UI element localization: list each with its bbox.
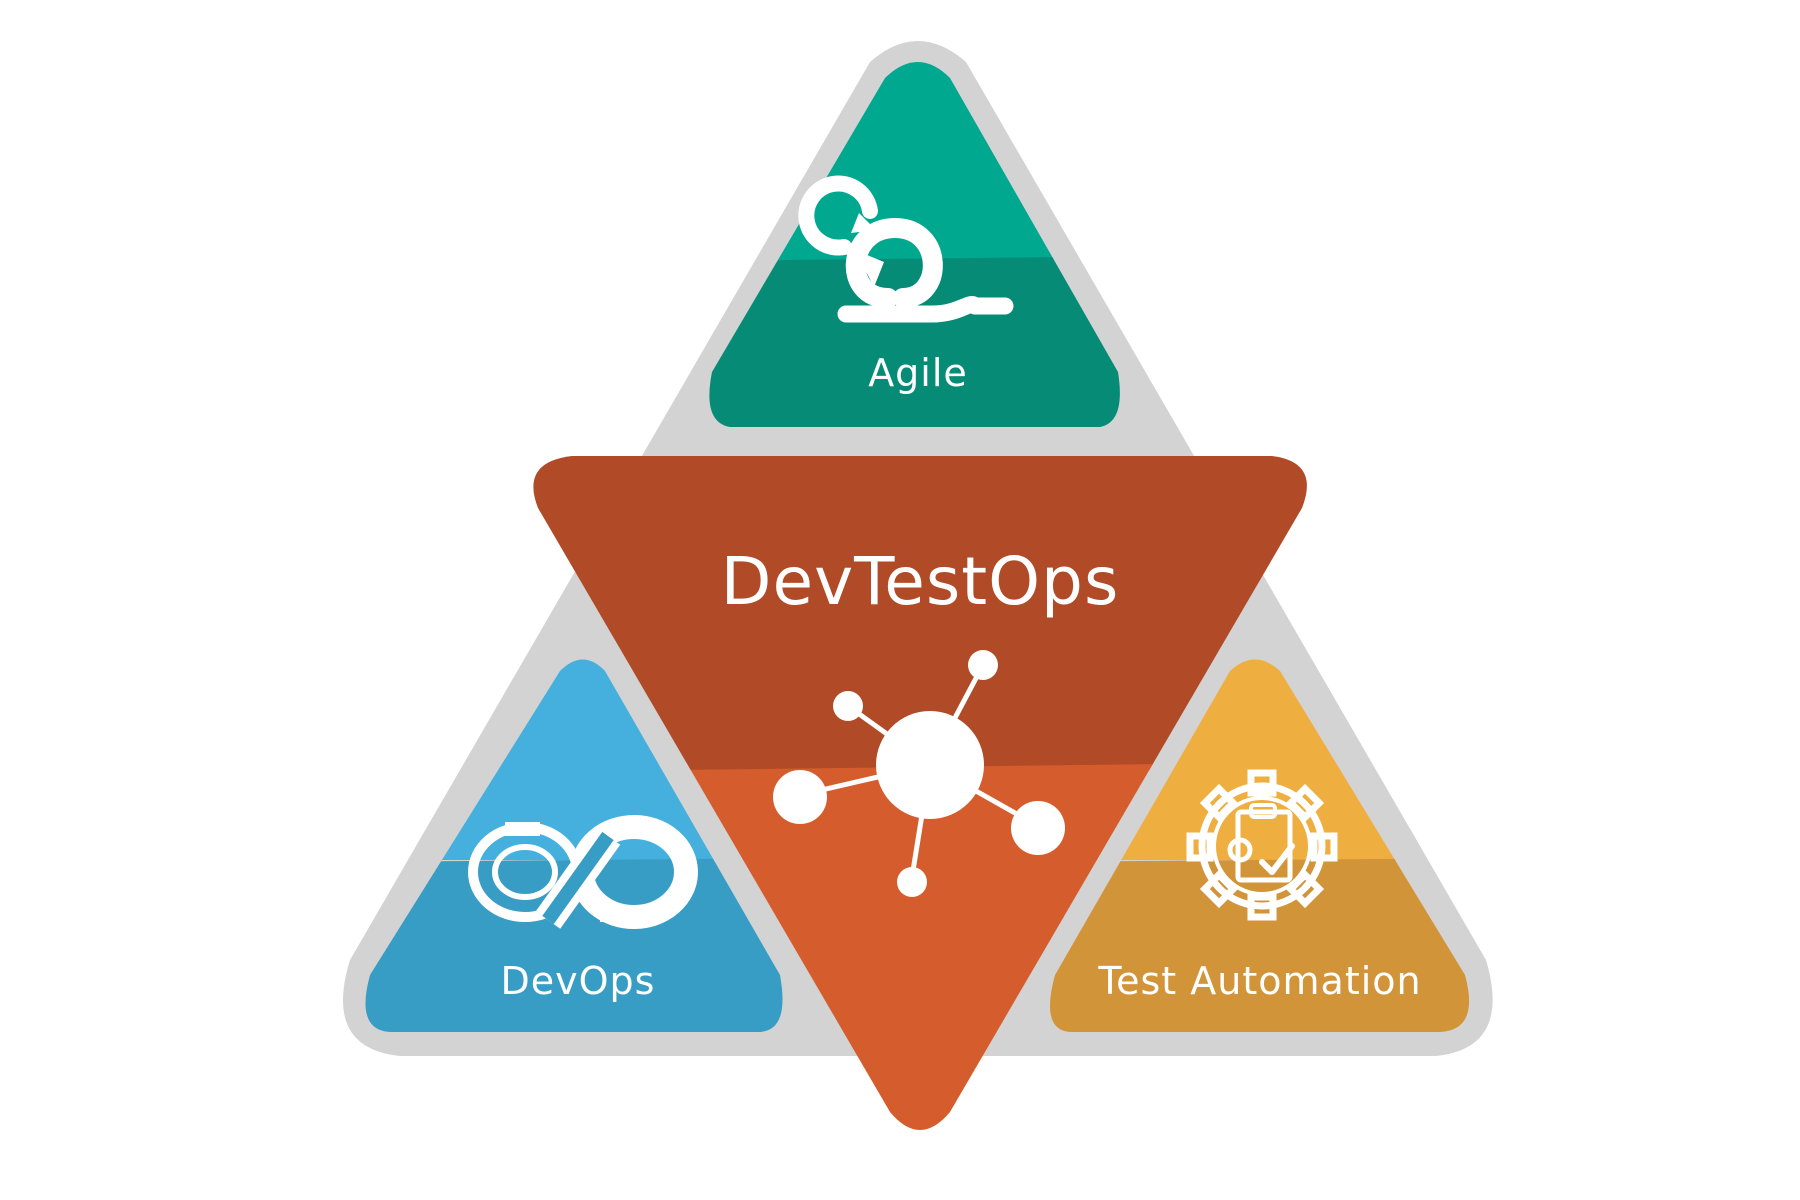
devops-label: DevOps <box>501 959 656 1003</box>
agile-segment: Agile <box>709 62 1120 427</box>
devtestops-title: DevTestOps <box>721 543 1120 620</box>
agile-label: Agile <box>868 351 968 395</box>
hub-network-icon <box>773 650 1065 897</box>
gear-clipboard-check-icon <box>1186 769 1338 921</box>
infinity-loop-icon <box>468 815 698 929</box>
test-automation-label: Test Automation <box>1097 959 1421 1003</box>
agile-loop-icon <box>798 175 1014 323</box>
